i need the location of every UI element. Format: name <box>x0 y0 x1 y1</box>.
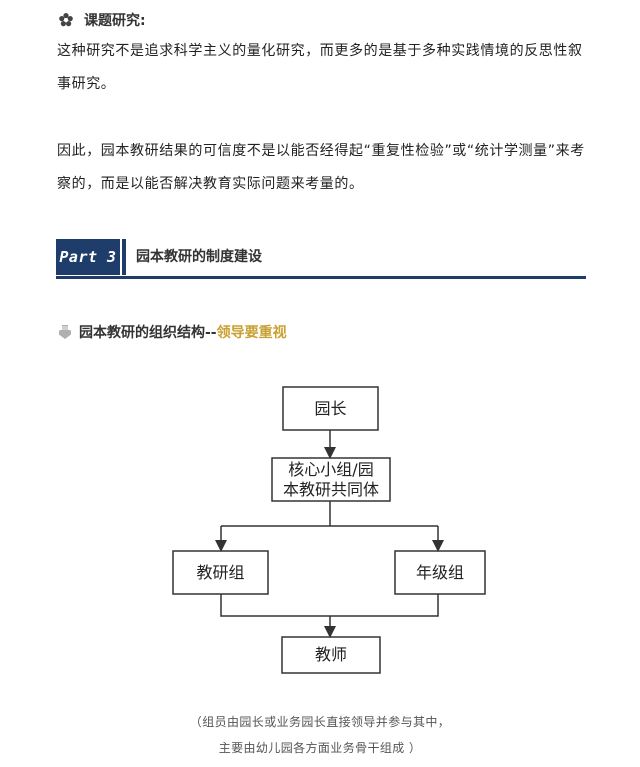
org-box-core-group <box>271 457 391 502</box>
org-chart <box>172 386 486 674</box>
flower-icon <box>59 13 73 27</box>
org-label-core-group-line2: 本教研共同体 <box>282 479 379 499</box>
paragraph-1: 这种研究不是追求科学主义的量化研究，而更多的是基于多种实践情境的反思性叙事研究。 <box>57 43 583 92</box>
part-title: 园本教研的制度建设 <box>136 249 262 265</box>
section-accent: 领导要重视 <box>216 325 287 341</box>
org-label-core-group: 核心小组/园 本教研共同体 <box>272 458 390 501</box>
caption-line-1: （组员由园长或业务园长直接领导并参与其中， <box>189 715 451 729</box>
topic-heading: 课题研究: <box>58 9 146 31</box>
org-label-core-group-line1: 核心小组/园 <box>288 459 374 479</box>
connector-core-branches <box>221 501 438 527</box>
section-title: 园本教研的组织结构-- <box>79 325 217 341</box>
org-label-teachers: 教师 <box>314 645 347 664</box>
topic-label: 课题研究: <box>84 13 146 29</box>
paragraph-2: 因此，园本教研结果的可信度不是以能否经得起“重复性检验”或“统计学测量”来考察的… <box>57 143 585 192</box>
org-label-grade-group: 年级组 <box>415 562 464 582</box>
org-box-research-group <box>172 550 269 595</box>
org-label-principal: 园长 <box>314 398 347 418</box>
part-badge-label: Part 3 <box>59 248 117 266</box>
section-heading: 园本教研的组织结构-- 领导要重视 <box>59 322 287 342</box>
part-badge: Part 3 <box>56 239 120 275</box>
caption-line-2: 主要由幼儿园各方面业务骨干组成 ） <box>218 741 422 755</box>
part-header: Part 3 园本教研的制度建设 <box>56 239 586 280</box>
org-box-principal <box>282 386 379 431</box>
hand-pointing-down-icon <box>59 325 71 339</box>
connector-merge <box>220 594 439 617</box>
org-label-research-group: 教研组 <box>196 562 245 582</box>
part-underline <box>56 276 586 279</box>
part-separator <box>122 239 126 275</box>
